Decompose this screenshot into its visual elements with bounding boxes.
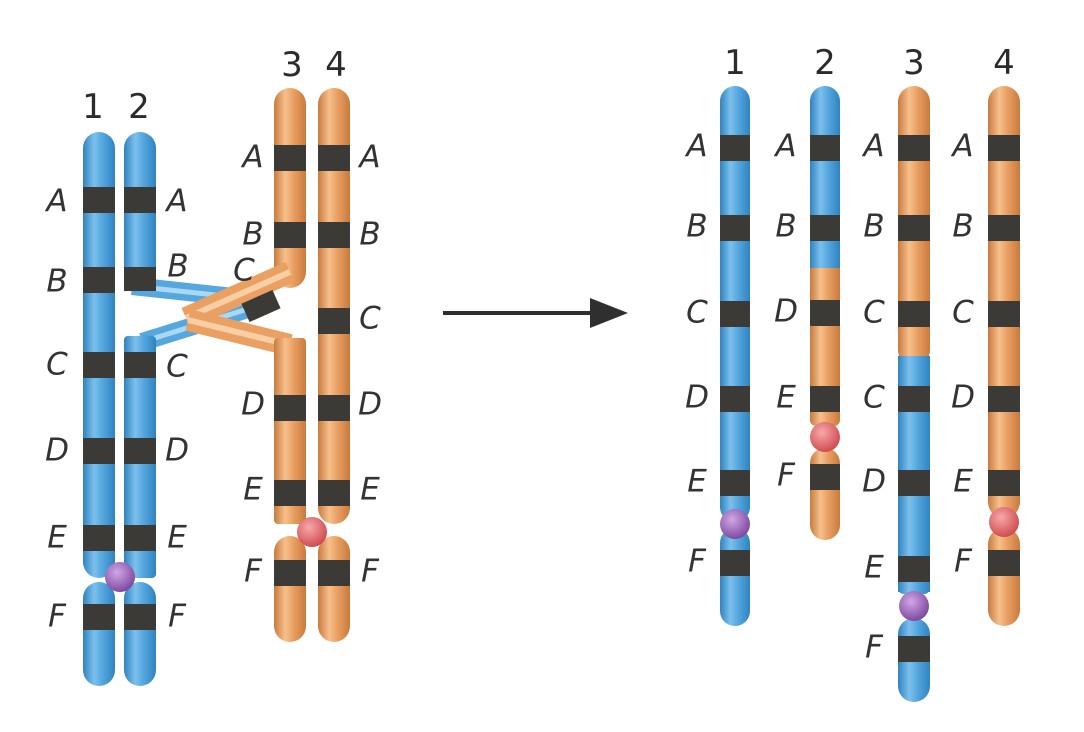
gene-label: E [776,380,796,416]
gene-label: C [359,301,381,337]
gene-label: A [44,184,67,220]
gene-label: B [242,217,263,253]
gene-label: E [243,472,263,508]
gene-label: D [45,433,69,469]
gene-label: F [777,458,796,494]
after-number-1: 1 [724,43,746,83]
gene-label: E [864,550,884,586]
gene-label: B [686,209,707,245]
arrow-icon [443,298,628,328]
gene-label: B [167,249,188,285]
after-centromere-1 [720,509,750,539]
gene-label: C [233,253,255,289]
gene-label: F [48,599,67,635]
before-chromatid-4 [318,88,350,642]
gene-label: E [167,520,187,556]
gene-label: F [168,599,187,635]
gene-label: C [46,347,68,383]
gene-label: A [684,129,707,165]
gene-label: A [240,140,263,176]
gene-label: D [165,433,189,469]
before-chromatid-3 [181,88,306,642]
before-panel: 1 2 3 4 A B C D E F A B C D E F A B C D … [44,45,382,686]
gene-label: A [357,140,380,176]
gene-label: B [359,217,380,253]
after-chromosome-3 [898,86,930,702]
gene-label: C [952,295,974,331]
gene-label: D [241,387,265,423]
before-number-4: 4 [325,45,347,85]
before-centromere-blue [105,562,135,592]
before-centromere-orange [297,517,327,547]
before-number-2: 2 [128,87,150,127]
gene-label: C [863,295,885,331]
gene-label: B [775,209,796,245]
before-number-1: 1 [82,87,104,127]
before-number-3: 3 [281,45,303,85]
after-centromere-2 [810,422,840,452]
gene-label: E [687,464,707,500]
gene-label: D [685,380,709,416]
gene-label: F [244,554,263,590]
after-chromosome-2 [810,86,840,540]
gene-label: B [952,209,973,245]
after-centromere-3 [899,591,929,621]
gene-label: F [361,554,380,590]
gene-label: F [688,544,707,580]
gene-label: D [358,387,382,423]
gene-label: A [773,129,796,165]
gene-label: D [774,294,798,330]
after-chromosome-4 [988,86,1020,626]
gene-label: D [951,380,975,416]
gene-label: D [862,464,886,500]
gene-label: C [166,349,188,385]
gene-label: E [360,472,380,508]
after-number-4: 4 [993,43,1015,83]
after-centromere-4 [989,507,1019,537]
gene-label: A [164,184,187,220]
gene-label: C [686,295,708,331]
gene-label: E [47,520,67,556]
after-panel: 1 2 3 4 A B C D E F A B D E F A B C C D … [684,43,1020,702]
gene-label: F [865,630,884,666]
gene-label: E [953,464,973,500]
gene-label: C [863,380,885,416]
gene-label: B [46,264,67,300]
gene-label: A [861,129,884,165]
after-number-2: 2 [814,43,836,83]
after-chromosome-1 [720,86,750,626]
gene-label: B [863,209,884,245]
gene-label: A [950,129,973,165]
after-number-3: 3 [903,43,925,83]
gene-label: F [954,544,973,580]
before-chromatid-1 [83,132,115,686]
